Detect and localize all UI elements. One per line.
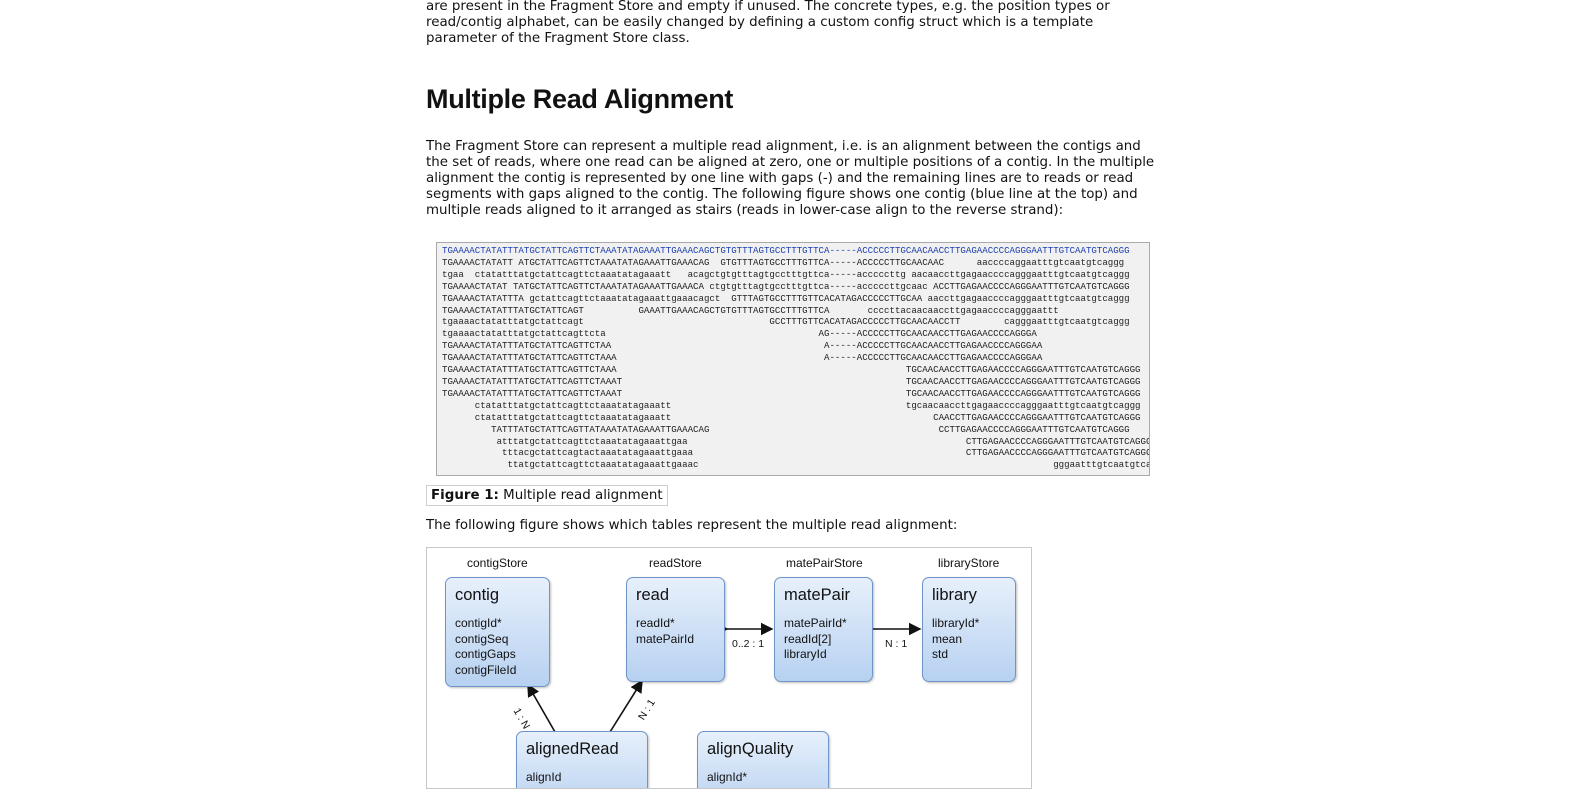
read-line: tttacgctattcagtactaaatatagaaattgaaa CTTG…: [442, 447, 1150, 459]
matepairstore-label: matePairStore: [786, 556, 863, 570]
read-line: tgaaaactatatttatgctattcagt GCCTTTGTTCACA…: [442, 316, 1130, 328]
contig-fields: contigId* contigSeq contigGaps contigFil…: [455, 616, 516, 678]
read-line: ttatgctattcagttctaaatatagaaattgaaac ggga…: [442, 459, 1150, 471]
field: contigFileId: [455, 662, 517, 677]
field: matePairId*: [784, 616, 847, 630]
read-line: TGAAAACTATATTTATGCTATTCAGTTCTAAA TGCAACA…: [442, 364, 1141, 376]
read-line: tgaaaactatatttatgctattcagttcta AG-----AC…: [442, 328, 1037, 340]
matepair-table-box: matePair matePairId* readId[2] libraryId: [774, 577, 873, 682]
library-fields: libraryId* mean std: [932, 616, 979, 663]
alignedread-fields: alignId: [526, 770, 561, 786]
section-paragraph: The Fragment Store can represent a multi…: [426, 139, 1155, 218]
alignedread-table-name: alignedRead: [526, 740, 619, 758]
field: readId*: [636, 616, 675, 630]
intro-paragraph-tail: are present in the Fragment Store and em…: [426, 0, 1110, 46]
alignquality-table-name: alignQuality: [707, 740, 794, 758]
field: readId[2]: [784, 631, 832, 646]
relation-arrows: [527, 622, 922, 733]
read-line: TGAAAACTATATTTATGCTATTCAGTTCTAAA A-----A…: [442, 352, 1043, 364]
field: alignId: [526, 770, 562, 784]
alignquality-table-box: alignQuality alignId*: [697, 731, 829, 788]
relation-label-matepair-library: N : 1: [885, 638, 908, 650]
multiple-alignment-figure: TGAAAACTATATTTATGCTATTCAGTTCTAAATATAGAAA…: [436, 242, 1150, 476]
field: libraryId*: [932, 616, 980, 630]
read-line: ctatatttatgctattcagttctaaatatagaaatt tgc…: [442, 399, 1141, 411]
field: alignId*: [707, 770, 748, 784]
field: matePairId: [636, 631, 695, 646]
relation-label-read-matepair: 0..2 : 1: [732, 638, 765, 650]
field: std: [932, 647, 949, 661]
contig-line: TGAAAACTATATTTATGCTATTCAGTTCTAAATATAGAAA…: [442, 245, 1130, 256]
alignedread-table-box: alignedRead alignId: [516, 731, 648, 788]
library-table-box: library libraryId* mean std: [922, 577, 1016, 682]
alignment-text: TGAAAACTATATTTATGCTATTCAGTTCTAAATATAGAAA…: [437, 243, 1149, 471]
arrow-aligned-read: [609, 679, 643, 733]
read-line: TGAAAACTATATTTATGCTATTCAGTTCTAAAT TGCAAC…: [442, 387, 1141, 399]
read-line: TGAAAACTATATT ATGCTATTCAGTTCTAAATATAGAAA…: [442, 256, 1125, 268]
section-heading: Multiple Read Alignment: [426, 84, 734, 114]
library-table-name: library: [932, 586, 977, 604]
read-line: atttatgctattcagttctaaatatagaaattgaa CTTG…: [442, 435, 1150, 447]
field: libraryId: [784, 647, 827, 661]
field: contigGaps: [455, 647, 516, 661]
figure-caption-text: Multiple read alignment: [498, 488, 663, 503]
read-line: ctatatttatgctattcagttctaaatatagaaatt CAA…: [442, 411, 1141, 423]
field: mean: [932, 631, 963, 646]
read-table-name: read: [636, 586, 670, 604]
read-line: TGAAAACTATATTTATGCTATTCAGTTCTAAAT TGCAAC…: [442, 375, 1141, 387]
figure-caption: Figure 1: Multiple read alignment: [426, 485, 668, 506]
read-line: TGAAAACTATATTTA gctattcagttctaaatatagaaa…: [442, 292, 1130, 304]
figure-intro-text: The following figure shows which tables …: [426, 518, 958, 533]
matepair-fields: matePairId* readId[2] libraryId: [784, 616, 847, 663]
arrow-aligned-contig: [527, 683, 556, 733]
librarystore-label: libraryStore: [938, 556, 1000, 570]
read-line: TATTTATGCTATTCAGTTATAAATATAGAAATTGAAACAG…: [442, 423, 1130, 435]
contig-table-box: contig contigId* contigSeq contigGaps co…: [445, 577, 550, 687]
read-line: TGAAAACTATATTTATGCTATTCAGT GAAATTGAAACAG…: [442, 304, 1059, 316]
read-line: TGAAAACTATATTTATGCTATTCAGTTCTAA A-----AC…: [442, 340, 1043, 352]
matepair-table-name: matePair: [784, 586, 851, 604]
table-relations-diagram: contigStore readStore matePairStore libr…: [426, 547, 1032, 789]
readstore-label: readStore: [649, 556, 702, 570]
contigstore-label: contigStore: [467, 556, 528, 570]
read-table-box: read readId* matePairId: [626, 577, 725, 682]
field: contigId*: [455, 616, 502, 630]
alignquality-fields: alignId*: [707, 770, 747, 786]
figure-caption-label: Figure 1:: [431, 488, 499, 503]
read-line: tgaa ctatatttatgctattcagttctaaatatagaaat…: [442, 268, 1130, 280]
contig-table-name: contig: [455, 586, 500, 604]
read-fields: readId* matePairId: [636, 616, 694, 647]
read-line: TGAAAACTATAT TATGCTATTCAGTTCTAAATATAGAAA…: [442, 280, 1130, 292]
field: contigSeq: [455, 631, 509, 646]
